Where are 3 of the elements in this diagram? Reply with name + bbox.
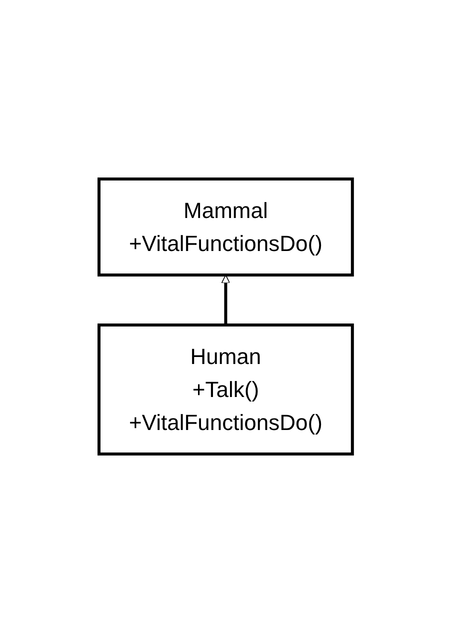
node-box: Mammal +VitalFunctionsDo(): [98, 178, 354, 276]
node-box: Human +Talk() +VitalFunctionsDo(): [98, 324, 354, 456]
arrow: [222, 274, 230, 325]
